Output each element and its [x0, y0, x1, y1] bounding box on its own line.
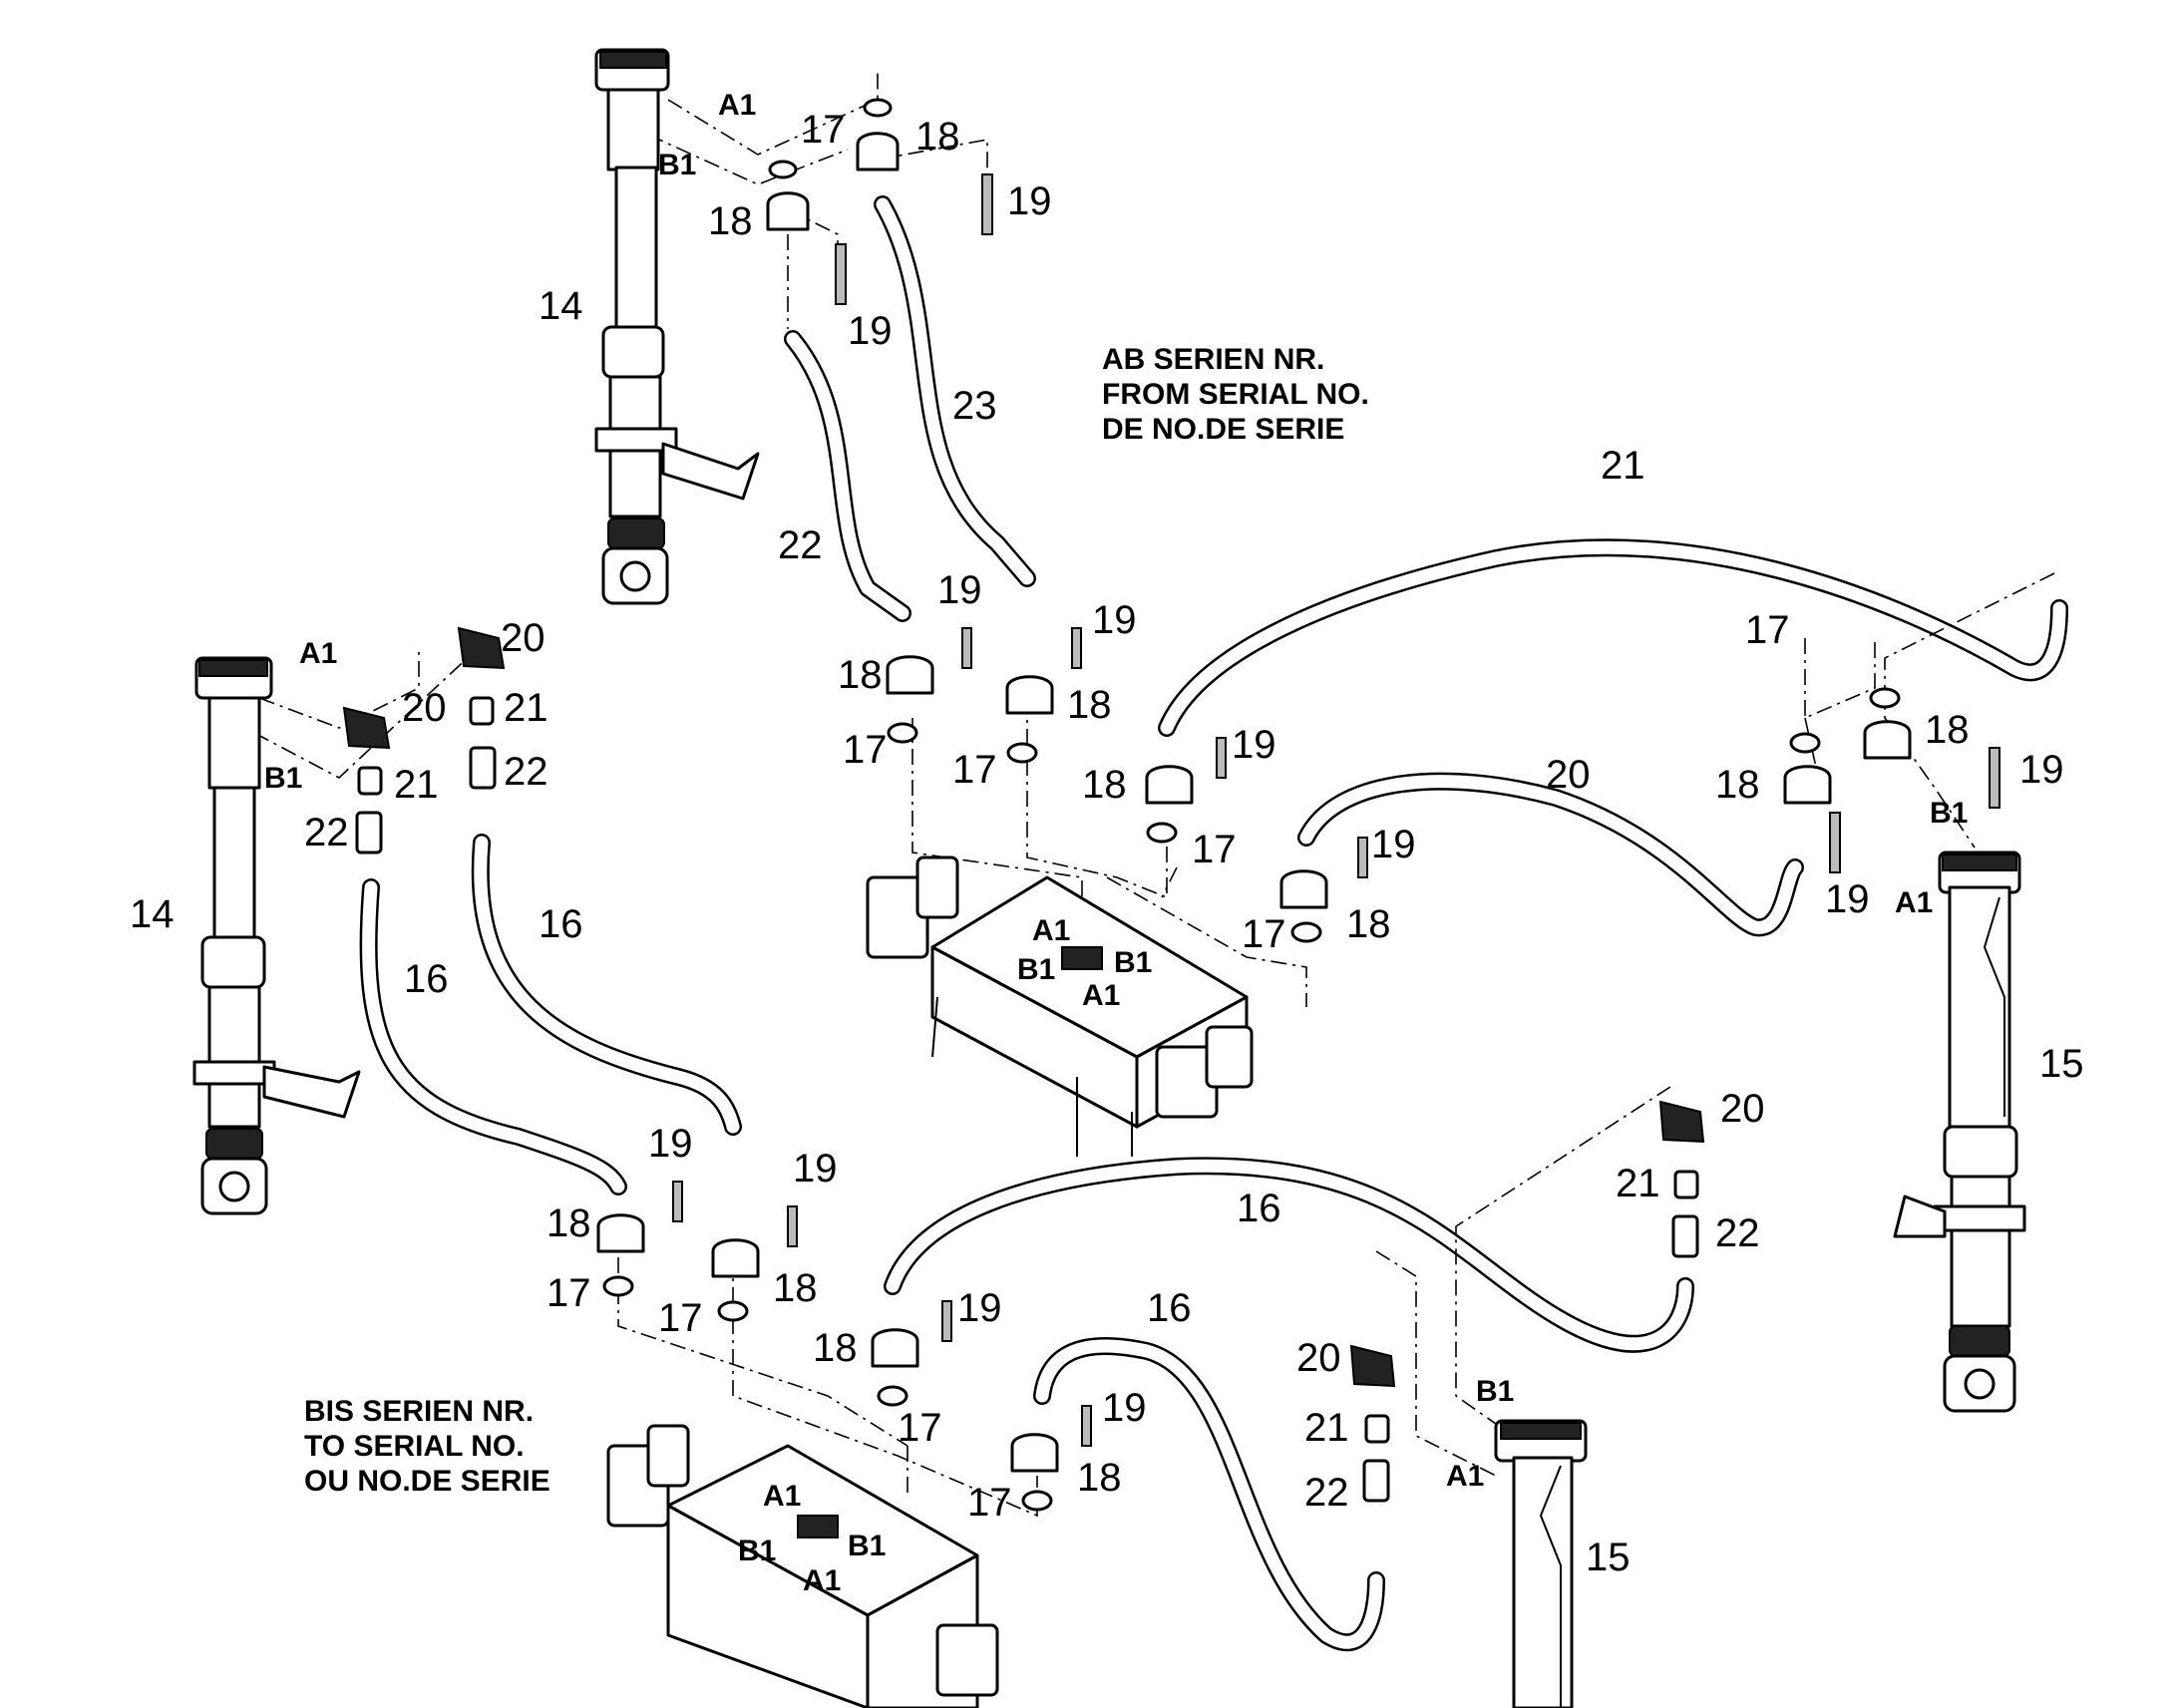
- port-label: B1: [1476, 1375, 1514, 1408]
- part-number: 19: [937, 568, 982, 612]
- part-number: 19: [1007, 179, 1052, 223]
- part-number: 18: [1715, 763, 1760, 807]
- control-valve-block-lower: [606, 1424, 999, 1708]
- from-serial-note-line-1: AB SERIEN NR.: [1102, 343, 1324, 376]
- part-number: 22: [778, 523, 823, 567]
- port-label: B1: [848, 1530, 886, 1562]
- port-labels: A1 B1 A1 B1 A1 B1 B1 A1 B1 A1 A1 B1 B1 A…: [264, 89, 1968, 1597]
- part-number: 19: [848, 309, 893, 353]
- part-number: 21: [1304, 1406, 1349, 1450]
- port-label: B1: [658, 149, 696, 181]
- hose-16-c: [884, 1157, 1694, 1353]
- port-label: A1: [1032, 914, 1070, 947]
- part-number: 19: [1232, 723, 1276, 767]
- part-number: 19: [1371, 823, 1416, 866]
- control-valve-block-upper: [866, 855, 1254, 1157]
- part-number: 20: [1720, 1087, 1765, 1131]
- part-number: 19: [648, 1122, 693, 1166]
- port-label: B1: [1930, 797, 1968, 830]
- part-number: 20: [1296, 1336, 1341, 1380]
- to-serial-note-line-1: BIS SERIEN NR.: [304, 1395, 534, 1428]
- part-number: 17: [546, 1271, 591, 1315]
- part-number: 21: [1601, 444, 1645, 488]
- hose-20: [1297, 772, 1804, 937]
- part-number: 17: [843, 728, 888, 772]
- part-number: 21: [394, 763, 439, 807]
- part-number: 17: [898, 1406, 942, 1450]
- part-number: 19: [1102, 1386, 1147, 1430]
- part-number: 16: [404, 957, 449, 1001]
- hose-21: [1158, 538, 2068, 737]
- port-label: A1: [1082, 979, 1120, 1012]
- to-serial-note-line-2: TO SERIAL NO.: [304, 1430, 525, 1463]
- part-number: 18: [915, 115, 960, 159]
- part-number: 17: [967, 1481, 1012, 1525]
- port-label: A1: [763, 1480, 801, 1513]
- part-number: 17: [801, 108, 846, 152]
- part-number: 17: [1192, 828, 1237, 871]
- part-number: 15: [2039, 1042, 2084, 1086]
- part-number: 21: [504, 686, 548, 730]
- part-number: 18: [1346, 902, 1391, 946]
- part-number: 18: [773, 1266, 818, 1310]
- part-number: 18: [1082, 763, 1127, 807]
- port-label: B1: [738, 1535, 776, 1567]
- part-number: 22: [1304, 1471, 1349, 1515]
- part-number: 15: [1586, 1536, 1631, 1579]
- part-number: 20: [501, 616, 545, 660]
- port-label: A1: [1446, 1460, 1484, 1493]
- part-number: 14: [130, 892, 175, 936]
- port-label: B1: [1017, 953, 1055, 986]
- part-number: 18: [1925, 708, 1970, 752]
- part-number: 19: [2019, 748, 2064, 792]
- part-number: 14: [539, 284, 583, 328]
- part-number: 17: [1745, 608, 1790, 652]
- part-number: 18: [813, 1326, 858, 1370]
- part-number: 16: [539, 902, 583, 946]
- part-number: 23: [952, 384, 997, 428]
- part-number: 22: [304, 811, 349, 854]
- hydraulic-cylinder-14-lower: [192, 656, 361, 1215]
- port-label: B1: [1114, 946, 1152, 979]
- to-serial-note-line-3: OU NO.DE SERIE: [304, 1465, 550, 1498]
- port-label: A1: [299, 637, 337, 670]
- part-number: 18: [708, 199, 753, 243]
- part-number: 19: [1092, 598, 1137, 642]
- part-number: 16: [1147, 1286, 1192, 1330]
- hose-16-b: [471, 834, 742, 1136]
- part-number: 17: [1242, 912, 1286, 956]
- part-number: 18: [838, 653, 883, 697]
- hose-16-a: [359, 878, 627, 1196]
- hose-22-upper: [784, 330, 911, 622]
- part-number: 19: [957, 1286, 1002, 1330]
- fittings: [342, 98, 2000, 1512]
- from-serial-note-line-3: DE NO.DE SERIE: [1102, 413, 1344, 446]
- part-number: 17: [658, 1296, 703, 1340]
- port-label: A1: [803, 1564, 841, 1597]
- part-number-callouts: 14 14 15 15 17 18 18 19 19 23 22 21 19 1…: [130, 108, 2084, 1579]
- hose-16-d: [1033, 1337, 1385, 1652]
- port-label: A1: [718, 89, 756, 122]
- port-label: B1: [264, 762, 302, 795]
- port-label: A1: [1895, 886, 1933, 919]
- part-number: 19: [793, 1147, 838, 1191]
- part-number: 17: [952, 748, 997, 792]
- part-number: 18: [1067, 683, 1112, 727]
- part-number: 16: [1237, 1187, 1281, 1230]
- part-number: 22: [1715, 1211, 1760, 1255]
- hydraulic-cylinder-15-right: [1893, 851, 2026, 1413]
- part-number: 20: [402, 686, 447, 730]
- from-serial-note-line-2: FROM SERIAL NO.: [1102, 378, 1369, 411]
- part-number: 19: [1825, 877, 1870, 921]
- hydraulic-cylinder-15-bottom: [1494, 1419, 1588, 1708]
- part-number: 21: [1616, 1162, 1660, 1205]
- part-number: 18: [1077, 1456, 1122, 1500]
- hose-23: [874, 195, 1036, 587]
- hydraulic-cylinder-14-upper: [594, 48, 760, 605]
- part-number: 22: [504, 750, 548, 794]
- part-number: 20: [1546, 753, 1591, 797]
- part-number: 18: [546, 1201, 591, 1245]
